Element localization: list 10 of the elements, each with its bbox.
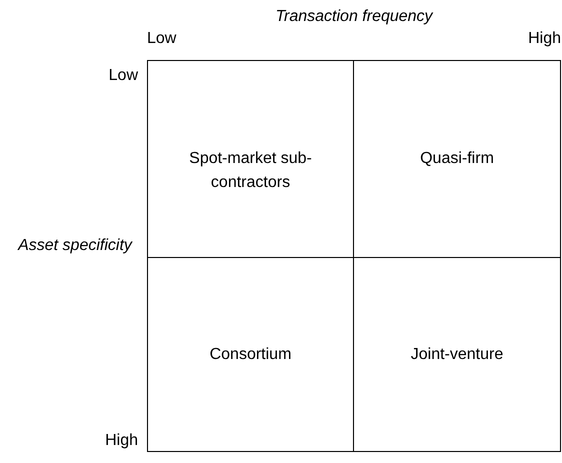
axis-label: Asset specificity <box>16 236 134 256</box>
quadrant-box: Quasi-firm <box>353 60 561 258</box>
quadrant-box: Spot-market sub-contractors <box>147 60 354 258</box>
quadrant-box: Consortium <box>147 257 354 452</box>
axis-label: High <box>104 431 138 451</box>
axis-label: Low <box>147 29 176 49</box>
axis-label: High <box>527 29 561 49</box>
quadrant-box: Joint-venture <box>353 257 561 452</box>
axis-label: Low <box>108 66 138 86</box>
axis-label: Transaction frequency <box>274 7 434 27</box>
